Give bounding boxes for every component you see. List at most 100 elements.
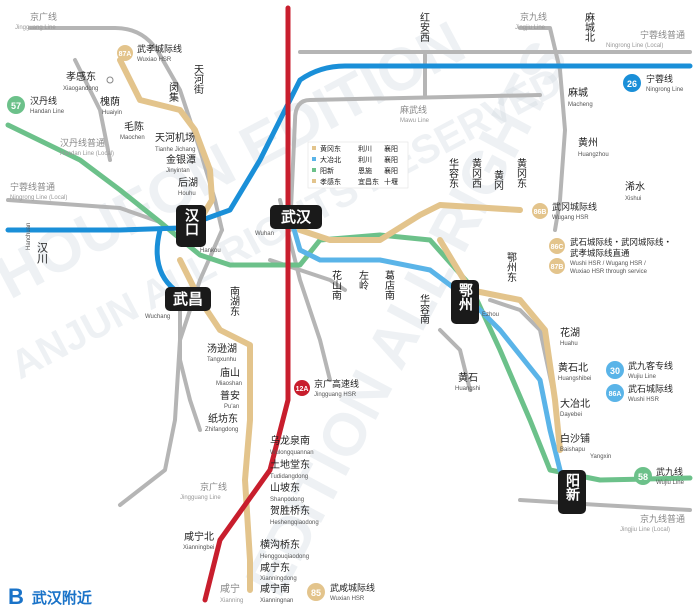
through-service[interactable]: 86C 87B 武石城际线・武冈城际线・ 武孝城际线直通 Wushi HSR /… bbox=[549, 237, 672, 275]
station-maochen-label: 毛陈 bbox=[124, 120, 144, 133]
station-tudidang[interactable]: 土地堂东 Tudidangdong bbox=[270, 458, 310, 480]
station-nanhudong[interactable]: 南湖东 bbox=[228, 285, 240, 316]
station-jinyintan-label: 金银潭 bbox=[166, 153, 196, 166]
station-zuoling[interactable]: 左岭 bbox=[357, 269, 369, 291]
station-shanpodong[interactable]: 山坡东 Shanpodong bbox=[270, 481, 304, 503]
station-tianhe-label: 天河机场 bbox=[155, 131, 195, 144]
light-blue-line bbox=[287, 212, 563, 473]
station-huarongnan-label: 华容南 bbox=[418, 293, 430, 324]
badge-30-en: Wujiu Line bbox=[628, 374, 657, 380]
station-maochen[interactable]: 毛陈 Maochen bbox=[120, 120, 145, 141]
station-huanggang-label: 黄冈 bbox=[492, 169, 504, 191]
hub-wuhan[interactable]: 武汉 Wuhan bbox=[255, 205, 322, 237]
badge-30[interactable]: 30 武九客专线 Wujiu Line bbox=[606, 360, 673, 380]
badge-57-en: Handan Line bbox=[30, 109, 65, 115]
badge-86b-cn: 武冈城际线 bbox=[552, 201, 597, 213]
station-puan[interactable]: 普安 Pu'an bbox=[220, 389, 240, 410]
station-huanggangdong[interactable]: 黄冈东 bbox=[515, 157, 527, 188]
badge-12a-en: Jingguang HSR bbox=[314, 392, 357, 398]
station-huarongnan[interactable]: 华容南 bbox=[418, 293, 430, 324]
line-label-jingguang-bottom-en: Jingguang Line bbox=[180, 495, 221, 501]
hub-hankou[interactable]: 汉口 Hankou bbox=[176, 205, 221, 254]
station-miaoshan-label: 庙山 bbox=[220, 366, 240, 379]
line-label-handan-local-en: Handan Line (Local) bbox=[60, 151, 114, 157]
badge-57[interactable]: 57 汉丹线 Handan Line bbox=[7, 95, 65, 115]
station-tudidang-label: 土地堂东 bbox=[270, 458, 310, 471]
station-heshengqiao-label: 贺胜桥东 bbox=[270, 504, 310, 517]
station-xianningbei-label: 咸宁北 bbox=[184, 530, 214, 543]
station-huashannan[interactable]: 花山南 bbox=[330, 269, 342, 300]
station-heshengqiao[interactable]: 贺胜桥东 Heshengqiaodong bbox=[270, 504, 319, 526]
line-label-jingguang-bottom: 京广线 bbox=[200, 481, 227, 493]
station-baishapu[interactable]: 白沙铺 Baishapu bbox=[560, 432, 590, 453]
station-xianning[interactable]: 咸宁 Xianning bbox=[220, 582, 243, 604]
station-minji[interactable]: 闵集 bbox=[167, 81, 179, 103]
station-tangxunhu-label: 汤逊湖 bbox=[207, 342, 237, 355]
badge-58[interactable]: 58 武九线 Wujiu Line bbox=[634, 466, 685, 486]
badge-87a-en: Wuxiao HSR bbox=[137, 57, 172, 63]
station-xiaogandong[interactable]: 孝感东 Xiaogandong bbox=[63, 70, 114, 92]
station-puan-label: 普安 bbox=[220, 389, 240, 402]
station-xishui-label: 浠水 bbox=[625, 180, 645, 193]
hub-hankou-en: Hankou bbox=[200, 248, 221, 254]
station-hengou[interactable]: 横沟桥东 Henggouqiaodong bbox=[260, 538, 309, 560]
hub-ezhou-en: Ezhou bbox=[482, 312, 499, 318]
station-huanggang[interactable]: 黄冈 bbox=[492, 169, 504, 191]
station-machengbei[interactable]: 麻城北 bbox=[583, 11, 595, 42]
station-huangshi-label: 黄石 bbox=[458, 371, 478, 384]
station-tianhejie[interactable]: 天河街 bbox=[192, 64, 204, 95]
station-tianhe-en: Tianhe Jichang bbox=[155, 147, 195, 153]
station-huanggangxi[interactable]: 黄冈西 bbox=[470, 157, 482, 188]
station-nanhudong-label: 南湖东 bbox=[228, 285, 240, 316]
ningrong-track bbox=[5, 63, 693, 233]
hub-ezhou[interactable]: 鄂州 Ezhou bbox=[451, 280, 499, 324]
station-xishui[interactable]: 浠水 Xishui bbox=[625, 180, 645, 202]
station-huarongdong-label: 华容东 bbox=[447, 157, 459, 188]
station-xianningdong[interactable]: 咸宁东 Xianningdong bbox=[260, 561, 297, 582]
station-wulongquan[interactable]: 乌龙泉南 Wulongquannan bbox=[270, 434, 314, 456]
station-zhifangdong[interactable]: 纸坊东 Zhifangdong bbox=[205, 412, 238, 433]
station-huangshibei[interactable]: 黄石北 Huangshibei bbox=[558, 361, 591, 382]
station-macheng[interactable]: 麻城 Macheng bbox=[568, 86, 593, 108]
station-xianningnan[interactable]: 咸宁南 Xianningnan bbox=[260, 582, 293, 604]
station-hongan[interactable]: 红安西 bbox=[418, 11, 430, 42]
station-hanchuan-label: 汉川 bbox=[36, 242, 49, 264]
badge-86a[interactable]: 86A 武石城际线 Wushi HSR bbox=[606, 383, 673, 403]
hub-yangxin[interactable]: 阳新 Yangxin bbox=[558, 454, 611, 514]
badge-26[interactable]: 26 宁蓉线 Ningrong Line bbox=[623, 73, 684, 93]
station-jinyintan[interactable]: 金银潭 Jinyintan bbox=[166, 153, 196, 174]
station-gedianan[interactable]: 葛店南 bbox=[383, 269, 395, 300]
badge-86b[interactable]: 86B 武冈城际线 Wugang HSR bbox=[532, 201, 597, 221]
station-houhu[interactable]: 后湖 Houhu bbox=[178, 177, 198, 197]
hub-wuchang[interactable]: 武昌 Wuchang bbox=[145, 287, 211, 320]
station-echengdong[interactable]: 鄂州东 bbox=[505, 252, 517, 282]
station-huarongdong[interactable]: 华容东 bbox=[447, 157, 459, 188]
station-hongan-label: 红安西 bbox=[418, 11, 430, 42]
badge-12a[interactable]: 12A 京广高速线 Jingguang HSR bbox=[294, 378, 359, 398]
jingguang-hsr-track bbox=[202, 5, 291, 603]
station-dayebei[interactable]: 大冶北 Dayebei bbox=[560, 397, 590, 418]
station-xianningbei[interactable]: 咸宁北 Xianningbei bbox=[183, 530, 214, 551]
station-huahu[interactable]: 花湖 Huahu bbox=[560, 326, 580, 347]
through-service-en-1: Wushi HSR / Wugang HSR / bbox=[570, 261, 646, 267]
station-tianhe[interactable]: 天河机场 Tianhe Jichang bbox=[155, 131, 195, 153]
station-hengou-label: 横沟桥东 bbox=[260, 538, 300, 551]
station-shanpodong-en: Shanpodong bbox=[270, 497, 304, 503]
station-huaiyin[interactable]: 槐荫 Huaiyin bbox=[100, 95, 122, 116]
through-train-row: 阳新 恩施 襄阳 bbox=[312, 166, 398, 175]
through-service-badge-bottom: 87B bbox=[551, 264, 564, 271]
badge-86b-en: Wugang HSR bbox=[552, 215, 589, 221]
through-service-badge-top: 86C bbox=[551, 244, 564, 251]
line-label-mawu: 麻武线 bbox=[400, 104, 427, 116]
station-tangxunhu[interactable]: 汤逊湖 Tangxunhu bbox=[207, 342, 237, 363]
badge-58-num: 58 bbox=[638, 472, 648, 482]
badge-87a[interactable]: 87A 武孝城际线 Wuxiao HSR bbox=[117, 43, 182, 63]
hub-ezhou-label: 鄂州 bbox=[457, 283, 474, 312]
station-huangshi[interactable]: 黄石 Huangshi bbox=[455, 371, 480, 392]
station-huangzhou[interactable]: 黄州 Huangzhou bbox=[578, 136, 609, 158]
station-miaoshan[interactable]: 庙山 Miaoshan bbox=[216, 366, 242, 387]
badge-85[interactable]: 85 武咸城际线 Wuxian HSR bbox=[307, 582, 375, 602]
station-zhifangdong-en: Zhifangdong bbox=[205, 427, 238, 433]
through-train-row: 黄冈东 利川 襄阳 bbox=[312, 144, 398, 153]
station-hanchuan[interactable]: 汉川 Hanchuan bbox=[26, 223, 49, 264]
